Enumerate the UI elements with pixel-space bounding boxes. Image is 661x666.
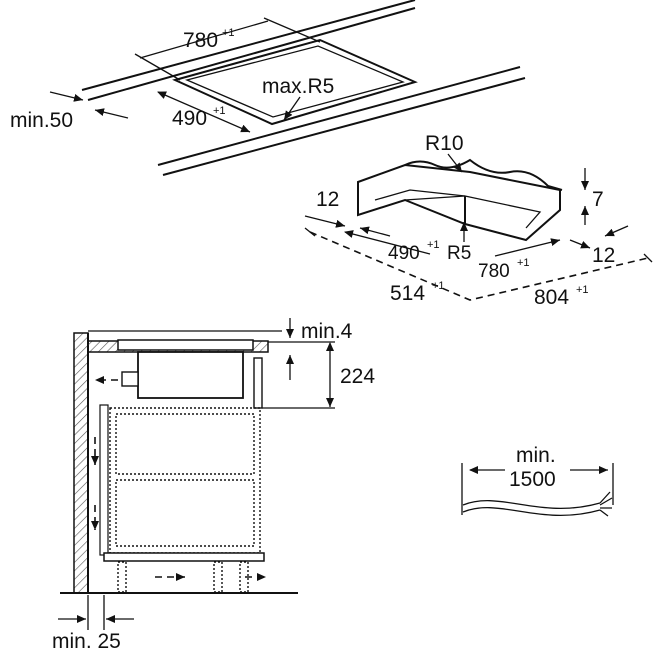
frame-rim-right-label: 12 — [592, 244, 615, 267]
front-panel — [253, 357, 263, 409]
hob-outlet — [121, 371, 139, 387]
cable-wire-ends — [599, 491, 613, 517]
drawer-1 — [115, 413, 255, 475]
section-height-label: 224 — [340, 365, 375, 388]
outer-dim-end-right — [643, 253, 653, 263]
min-wall-label: min. 25 — [52, 630, 121, 653]
dim-inner-depth-line — [344, 230, 431, 255]
foot-right — [213, 561, 223, 593]
worktop-back-edge-1 — [87, 7, 416, 101]
worktop-back-edge-0 — [81, 0, 416, 91]
dim-780-line — [139, 20, 269, 59]
frame-outer-outline — [357, 163, 561, 242]
frame-inner-radius-label: R5 — [447, 243, 471, 264]
worktop-front-edge-1 — [157, 66, 521, 166]
frame-inner-depth-tol: +1 — [427, 239, 440, 251]
foot-left — [117, 561, 127, 593]
frame-outer-width-tol: +1 — [576, 284, 589, 296]
frame-inner-depth-label: 490 — [388, 243, 420, 264]
wall — [73, 332, 89, 594]
frame-rim-height-label: 7 — [592, 188, 604, 211]
cabinet-section-view: min.4 224 min. 25 — [52, 318, 375, 653]
worktop-cutout-view: 780 +1 490 +1 max.R5 min.50 — [10, 0, 526, 176]
cabinet-back — [99, 404, 109, 556]
cable-bottom-strand — [462, 507, 601, 517]
frame-outer-radius-label: R10 — [425, 132, 464, 155]
frame-break-line — [404, 158, 563, 191]
frame-view: R10 12 7 12 490 +1 R5 780 +1 514 +1 804 … — [304, 132, 653, 309]
hob-glass — [117, 339, 254, 351]
dim-490-line — [157, 91, 251, 133]
frame-outer-width-label: 804 — [534, 286, 569, 309]
frame-inner-edge — [374, 189, 542, 229]
dim-inner-width-line — [494, 238, 561, 257]
outer-dim-end-left — [304, 227, 316, 237]
frame-outer-dimension-dashed — [309, 231, 649, 301]
cutout-depth-tol: +1 — [213, 105, 226, 117]
min-edge-label: min.50 — [10, 109, 73, 132]
cable-length-label: 1500 — [509, 468, 556, 491]
hob-body — [137, 351, 244, 399]
frame-inner-width-tol: +1 — [517, 257, 530, 269]
cutout-width-tol: +1 — [222, 27, 235, 39]
cutout-depth-label: 490 — [172, 107, 207, 130]
min50-arrow-1 — [49, 91, 84, 102]
radius-leader — [283, 96, 301, 121]
frame-outer-depth-label: 514 — [390, 282, 425, 305]
rim-left-arrow — [304, 215, 346, 228]
rim-left-arrow-2 — [359, 226, 391, 237]
r10-leader — [447, 153, 463, 173]
min-gap-label: min.4 — [301, 320, 353, 343]
frame-outer-depth-tol: +1 — [432, 280, 445, 292]
frame-inner-width-label: 780 — [478, 261, 510, 282]
frame-inner-corner — [404, 195, 466, 201]
cutout-radius-label: max.R5 — [262, 75, 334, 98]
cutout-width-label: 780 — [183, 29, 218, 52]
frame-rim-left-label: 12 — [316, 188, 339, 211]
cabinet-base — [103, 552, 265, 562]
rim-right-arrow-2 — [569, 239, 591, 249]
dim-780-ext-right — [263, 17, 321, 43]
worktop-front-edge-2 — [162, 77, 526, 176]
drawer-2 — [115, 479, 255, 547]
rim-right-arrow — [604, 225, 629, 237]
min50-arrow-2 — [94, 108, 129, 119]
cable-min-label: min. — [516, 444, 556, 467]
dim-780-ext-left — [134, 53, 181, 81]
cable-top-strand — [462, 500, 601, 510]
cable-view: min. 1500 — [461, 444, 614, 517]
